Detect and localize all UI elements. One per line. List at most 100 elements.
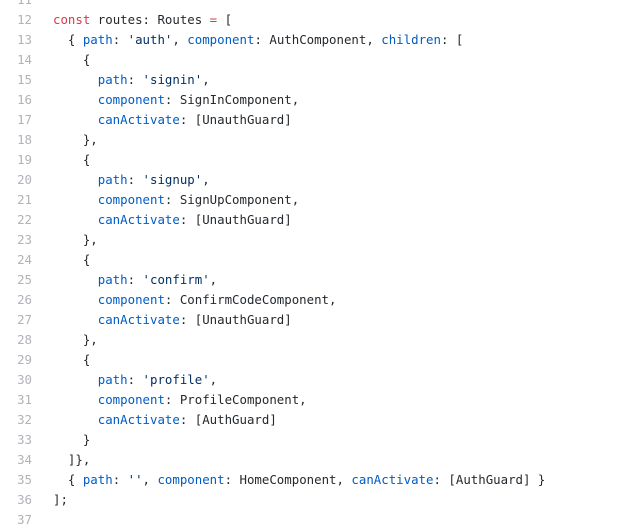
code-token: component xyxy=(97,92,165,107)
code-token: : ProfileComponent, xyxy=(164,392,307,407)
code-line: 37 xyxy=(0,510,643,530)
line-number: 26 xyxy=(17,292,32,307)
line-number: 18 xyxy=(17,132,32,147)
code-line: 25 path: 'confirm', xyxy=(0,270,643,290)
code-line: 20 path: 'signup', xyxy=(0,170,643,190)
line-number: 30 xyxy=(17,372,32,387)
code-token: 'profile' xyxy=(142,372,210,387)
code-token: path xyxy=(97,72,128,87)
line-source: const routes: Routes = [ xyxy=(32,10,232,30)
code-token: : [UnauthGuard] xyxy=(179,212,292,227)
code-token: }, xyxy=(53,132,98,147)
line-source: canActivate: [UnauthGuard] xyxy=(32,310,292,330)
line-source: }, xyxy=(32,330,98,350)
code-token: { xyxy=(53,152,91,167)
code-line: 30 path: 'profile', xyxy=(0,370,643,390)
code-line: 36]; xyxy=(0,490,643,510)
line-number: 35 xyxy=(17,472,32,487)
line-number: 33 xyxy=(17,432,32,447)
code-token xyxy=(53,272,98,287)
code-line: 22 canActivate: [UnauthGuard] xyxy=(0,210,643,230)
code-line: 19 { xyxy=(0,150,643,170)
code-token: }, xyxy=(53,232,98,247)
code-token: 'signup' xyxy=(142,172,203,187)
line-number: 12 xyxy=(17,12,32,27)
code-token: : [AuthGuard] xyxy=(179,412,277,427)
line-source: canActivate: [UnauthGuard] xyxy=(32,210,292,230)
code-token: component xyxy=(97,192,165,207)
code-token: , xyxy=(172,32,188,47)
code-token xyxy=(53,172,98,187)
line-source xyxy=(32,0,53,10)
line-source: }, xyxy=(32,230,98,250)
code-token xyxy=(53,412,98,427)
code-line: 13 { path: 'auth', component: AuthCompon… xyxy=(0,30,643,50)
code-token: { xyxy=(53,352,91,367)
code-token: , xyxy=(209,272,218,287)
code-line: 24 { xyxy=(0,250,643,270)
code-token: : [UnauthGuard] xyxy=(179,312,292,327)
code-token: : xyxy=(127,172,143,187)
code-token: : [UnauthGuard] xyxy=(179,112,292,127)
line-number: 29 xyxy=(17,352,32,367)
line-number: 17 xyxy=(17,112,32,127)
code-token xyxy=(53,312,98,327)
code-token: : ConfirmCodeComponent, xyxy=(164,292,337,307)
line-source: ]}, xyxy=(32,450,90,470)
code-line: 21 component: SignUpComponent, xyxy=(0,190,643,210)
code-token: : [AuthGuard] } xyxy=(433,472,546,487)
code-token: children xyxy=(381,32,441,47)
line-number: 19 xyxy=(17,152,32,167)
line-source: path: 'signup', xyxy=(32,170,210,190)
code-token: component xyxy=(157,472,225,487)
code-token: 'confirm' xyxy=(142,272,210,287)
code-token: { xyxy=(53,252,91,267)
line-number: 13 xyxy=(17,32,32,47)
code-token: routes: Routes xyxy=(90,12,210,27)
code-token: : AuthComponent, xyxy=(254,32,382,47)
code-token: ]; xyxy=(53,492,68,507)
line-source: canActivate: [UnauthGuard] xyxy=(32,110,292,130)
code-line: 14 { xyxy=(0,50,643,70)
code-token: : SignInComponent, xyxy=(164,92,300,107)
code-token xyxy=(53,112,98,127)
code-token: = xyxy=(209,12,218,27)
code-line: 17 canActivate: [UnauthGuard] xyxy=(0,110,643,130)
code-line: 33 } xyxy=(0,430,643,450)
code-token: }, xyxy=(53,332,98,347)
code-token: canActivate xyxy=(97,112,180,127)
code-token: 'auth' xyxy=(127,32,173,47)
code-token: , xyxy=(202,172,210,187)
code-token: , xyxy=(209,372,218,387)
line-number: 15 xyxy=(17,72,32,87)
code-token: : [ xyxy=(440,32,464,47)
code-token: path xyxy=(97,172,128,187)
code-token: canActivate xyxy=(97,312,180,327)
code-line: 31 component: ProfileComponent, xyxy=(0,390,643,410)
line-source: path: 'confirm', xyxy=(32,270,217,290)
line-source xyxy=(32,510,53,530)
line-number: 28 xyxy=(17,332,32,347)
code-line: 29 { xyxy=(0,350,643,370)
code-token: : xyxy=(127,372,143,387)
code-token xyxy=(53,212,98,227)
line-number: 16 xyxy=(17,92,32,107)
code-token xyxy=(53,72,98,87)
code-token: canActivate xyxy=(97,412,180,427)
code-token xyxy=(53,372,98,387)
line-number: 37 xyxy=(17,512,32,527)
code-line: 23 }, xyxy=(0,230,643,250)
code-token: component xyxy=(187,32,255,47)
line-number: 34 xyxy=(17,452,32,467)
code-token: : HomeComponent, xyxy=(224,472,352,487)
line-source: { xyxy=(32,350,90,370)
code-line: 34 ]}, xyxy=(0,450,643,470)
line-number: 23 xyxy=(17,232,32,247)
line-number: 21 xyxy=(17,192,32,207)
code-line: 26 component: ConfirmCodeComponent, xyxy=(0,290,643,310)
line-source: { xyxy=(32,50,90,70)
line-number: 20 xyxy=(17,172,32,187)
code-token xyxy=(53,192,98,207)
